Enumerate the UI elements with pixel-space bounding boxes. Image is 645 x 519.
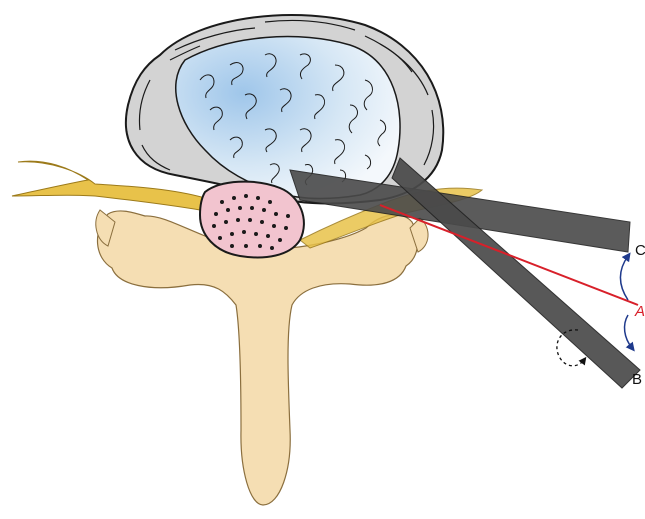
label-a: A (634, 303, 645, 320)
instrument-b (392, 158, 640, 388)
label-b: B (632, 371, 642, 388)
label-c: C (635, 242, 645, 259)
dural-sac (200, 182, 304, 258)
